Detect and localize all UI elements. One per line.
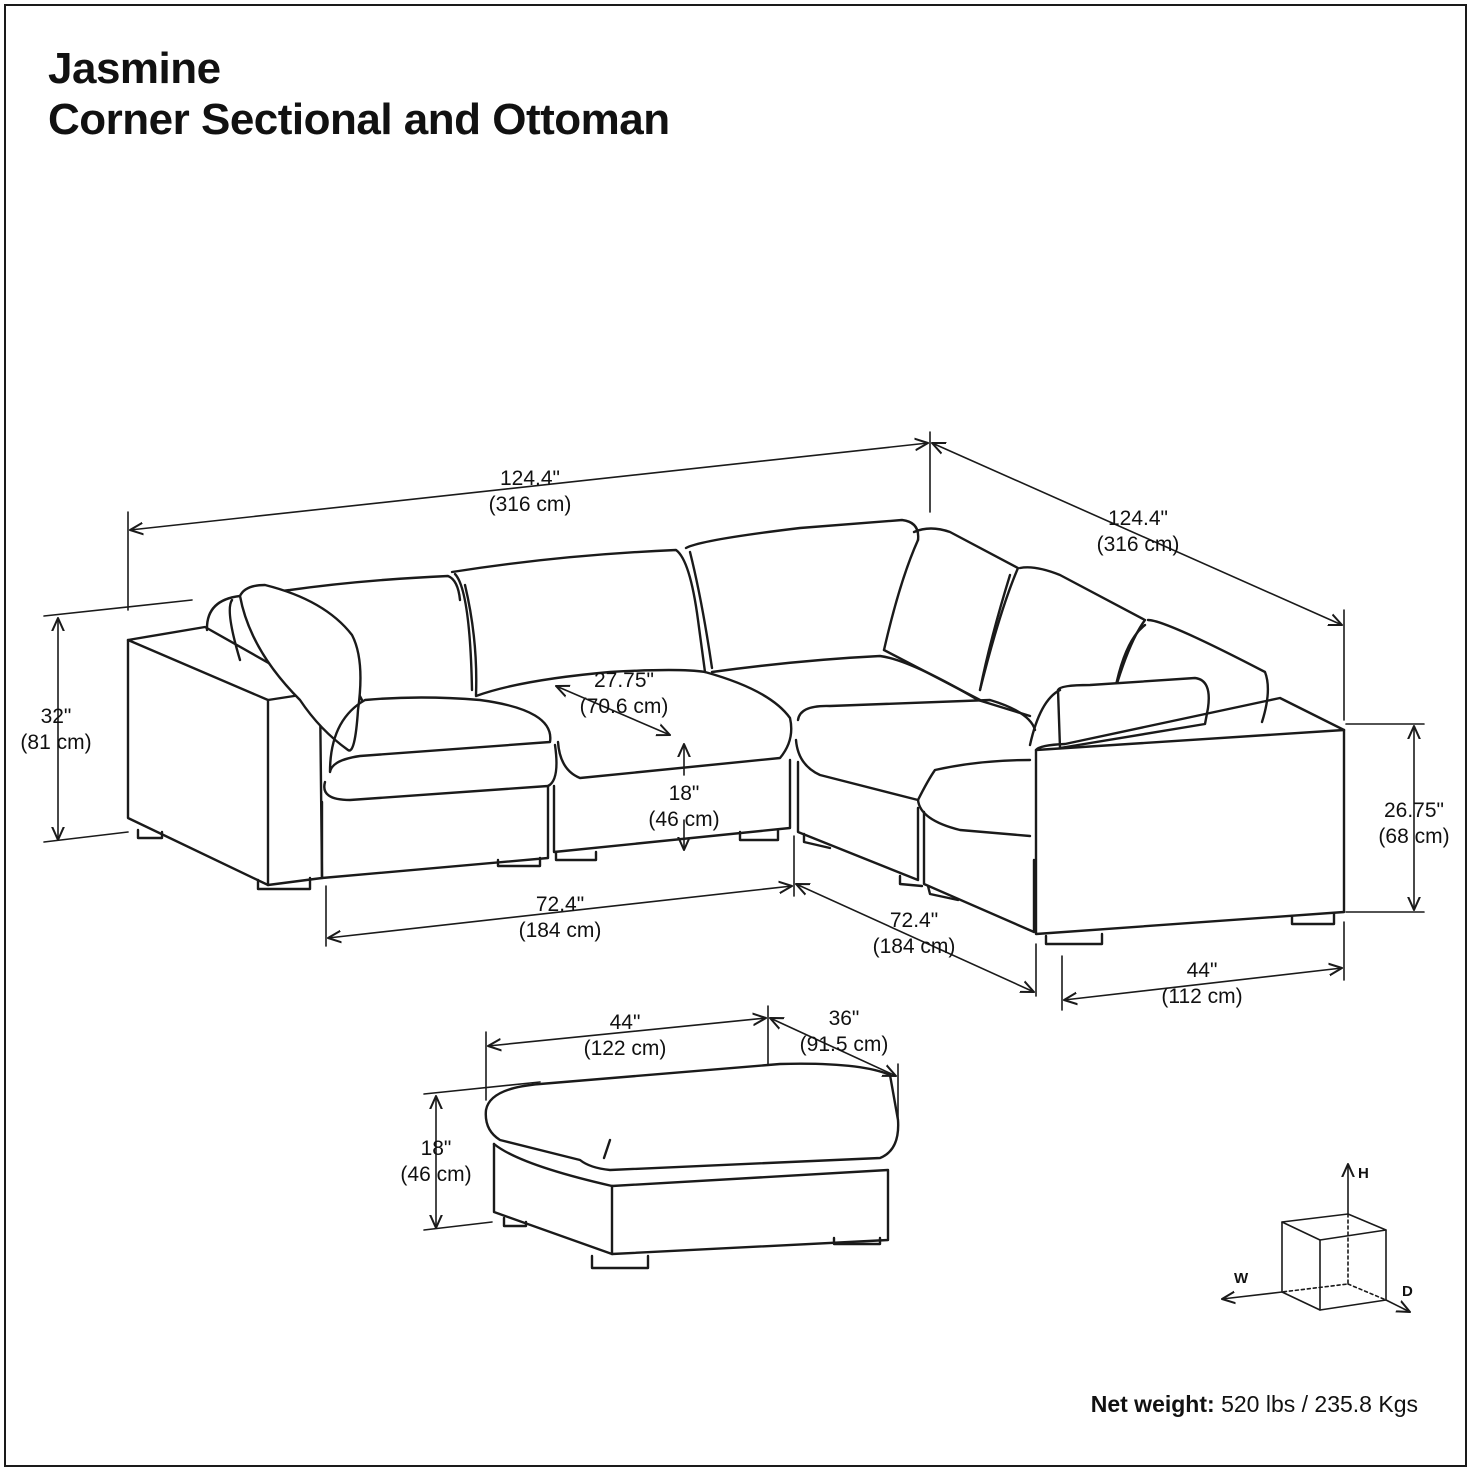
axis-legend-cube <box>1222 1164 1410 1312</box>
net-weight: Net weight: 520 lbs / 235.8 Kgs <box>1091 1391 1418 1418</box>
dim-seat-depth: 27.75"(70.6 cm) <box>579 669 669 718</box>
ottoman <box>484 1062 900 1270</box>
dim-top-left-width: 124.4"(316 cm) <box>488 467 572 516</box>
sectional-sofa <box>126 518 1346 946</box>
axis-label-depth: D <box>1402 1283 1413 1300</box>
dim-arm-height: 26.75"(68 cm) <box>1378 799 1450 848</box>
net-weight-value: 520 lbs / 235.8 Kgs <box>1221 1391 1418 1417</box>
dim-seat-height: 18"(46 cm) <box>648 782 720 831</box>
dim-ottoman-height: 18"(46 cm) <box>400 1137 472 1186</box>
product-type: Corner Sectional and Ottoman <box>48 95 670 144</box>
product-name: Jasmine <box>48 44 221 93</box>
dim-left-section-width: 72.4"(184 cm) <box>518 893 602 942</box>
axis-label-width: W <box>1234 1270 1249 1287</box>
dim-arm-depth: 44"(112 cm) <box>1161 959 1243 1008</box>
dim-ottoman-width: 44"(122 cm) <box>583 1011 667 1060</box>
dimension-lines <box>43 431 1425 1231</box>
net-weight-label: Net weight: <box>1090 1391 1215 1417</box>
dim-total-height: 32"(81 cm) <box>20 705 92 754</box>
dim-top-right-width: 124.4"(316 cm) <box>1096 507 1180 556</box>
image-border <box>4 4 1467 1467</box>
dim-right-section-width: 72.4"(184 cm) <box>872 909 956 958</box>
axis-label-height: H <box>1358 1165 1369 1182</box>
dim-ottoman-depth: 36"(91.5 cm) <box>799 1007 889 1056</box>
